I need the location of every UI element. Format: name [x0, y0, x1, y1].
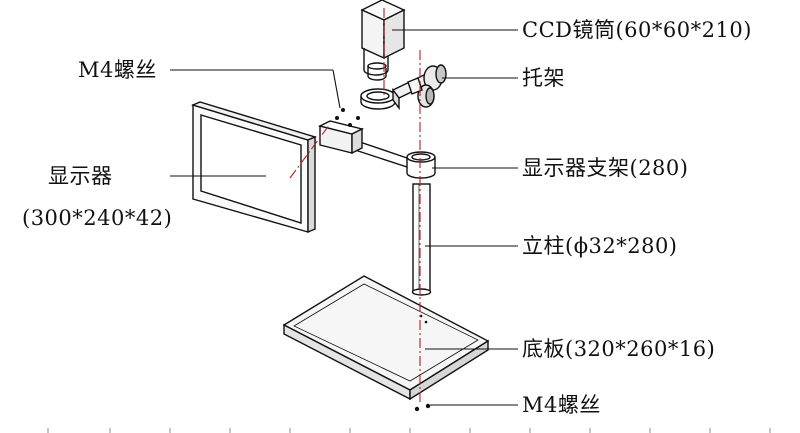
label-screw-bottom: M4螺丝 — [522, 393, 601, 417]
label-monitor-stand: 显示器支架(280) — [522, 156, 689, 180]
label-base-plate: 底板(320*260*16) — [522, 337, 716, 361]
base-plate — [282, 275, 490, 401]
label-screw-top: M4螺丝 — [78, 58, 157, 82]
label-bracket: 托架 — [522, 66, 565, 90]
label-column: 立柱(ϕ32*280) — [522, 234, 678, 258]
column — [411, 183, 432, 296]
monitor-stand — [317, 120, 436, 179]
bracket — [360, 64, 447, 111]
leader-lines — [170, 29, 518, 406]
bottom-ticks — [47, 428, 771, 433]
label-monitor-size: (300*240*42) — [22, 206, 173, 230]
monitor — [190, 101, 318, 234]
ccd-tube — [360, 0, 406, 81]
label-ccd-tube: CCD镜筒(60*60*210) — [522, 18, 752, 42]
center-lines — [289, 8, 421, 402]
label-monitor: 显示器 — [48, 164, 113, 188]
screws — [335, 108, 431, 412]
